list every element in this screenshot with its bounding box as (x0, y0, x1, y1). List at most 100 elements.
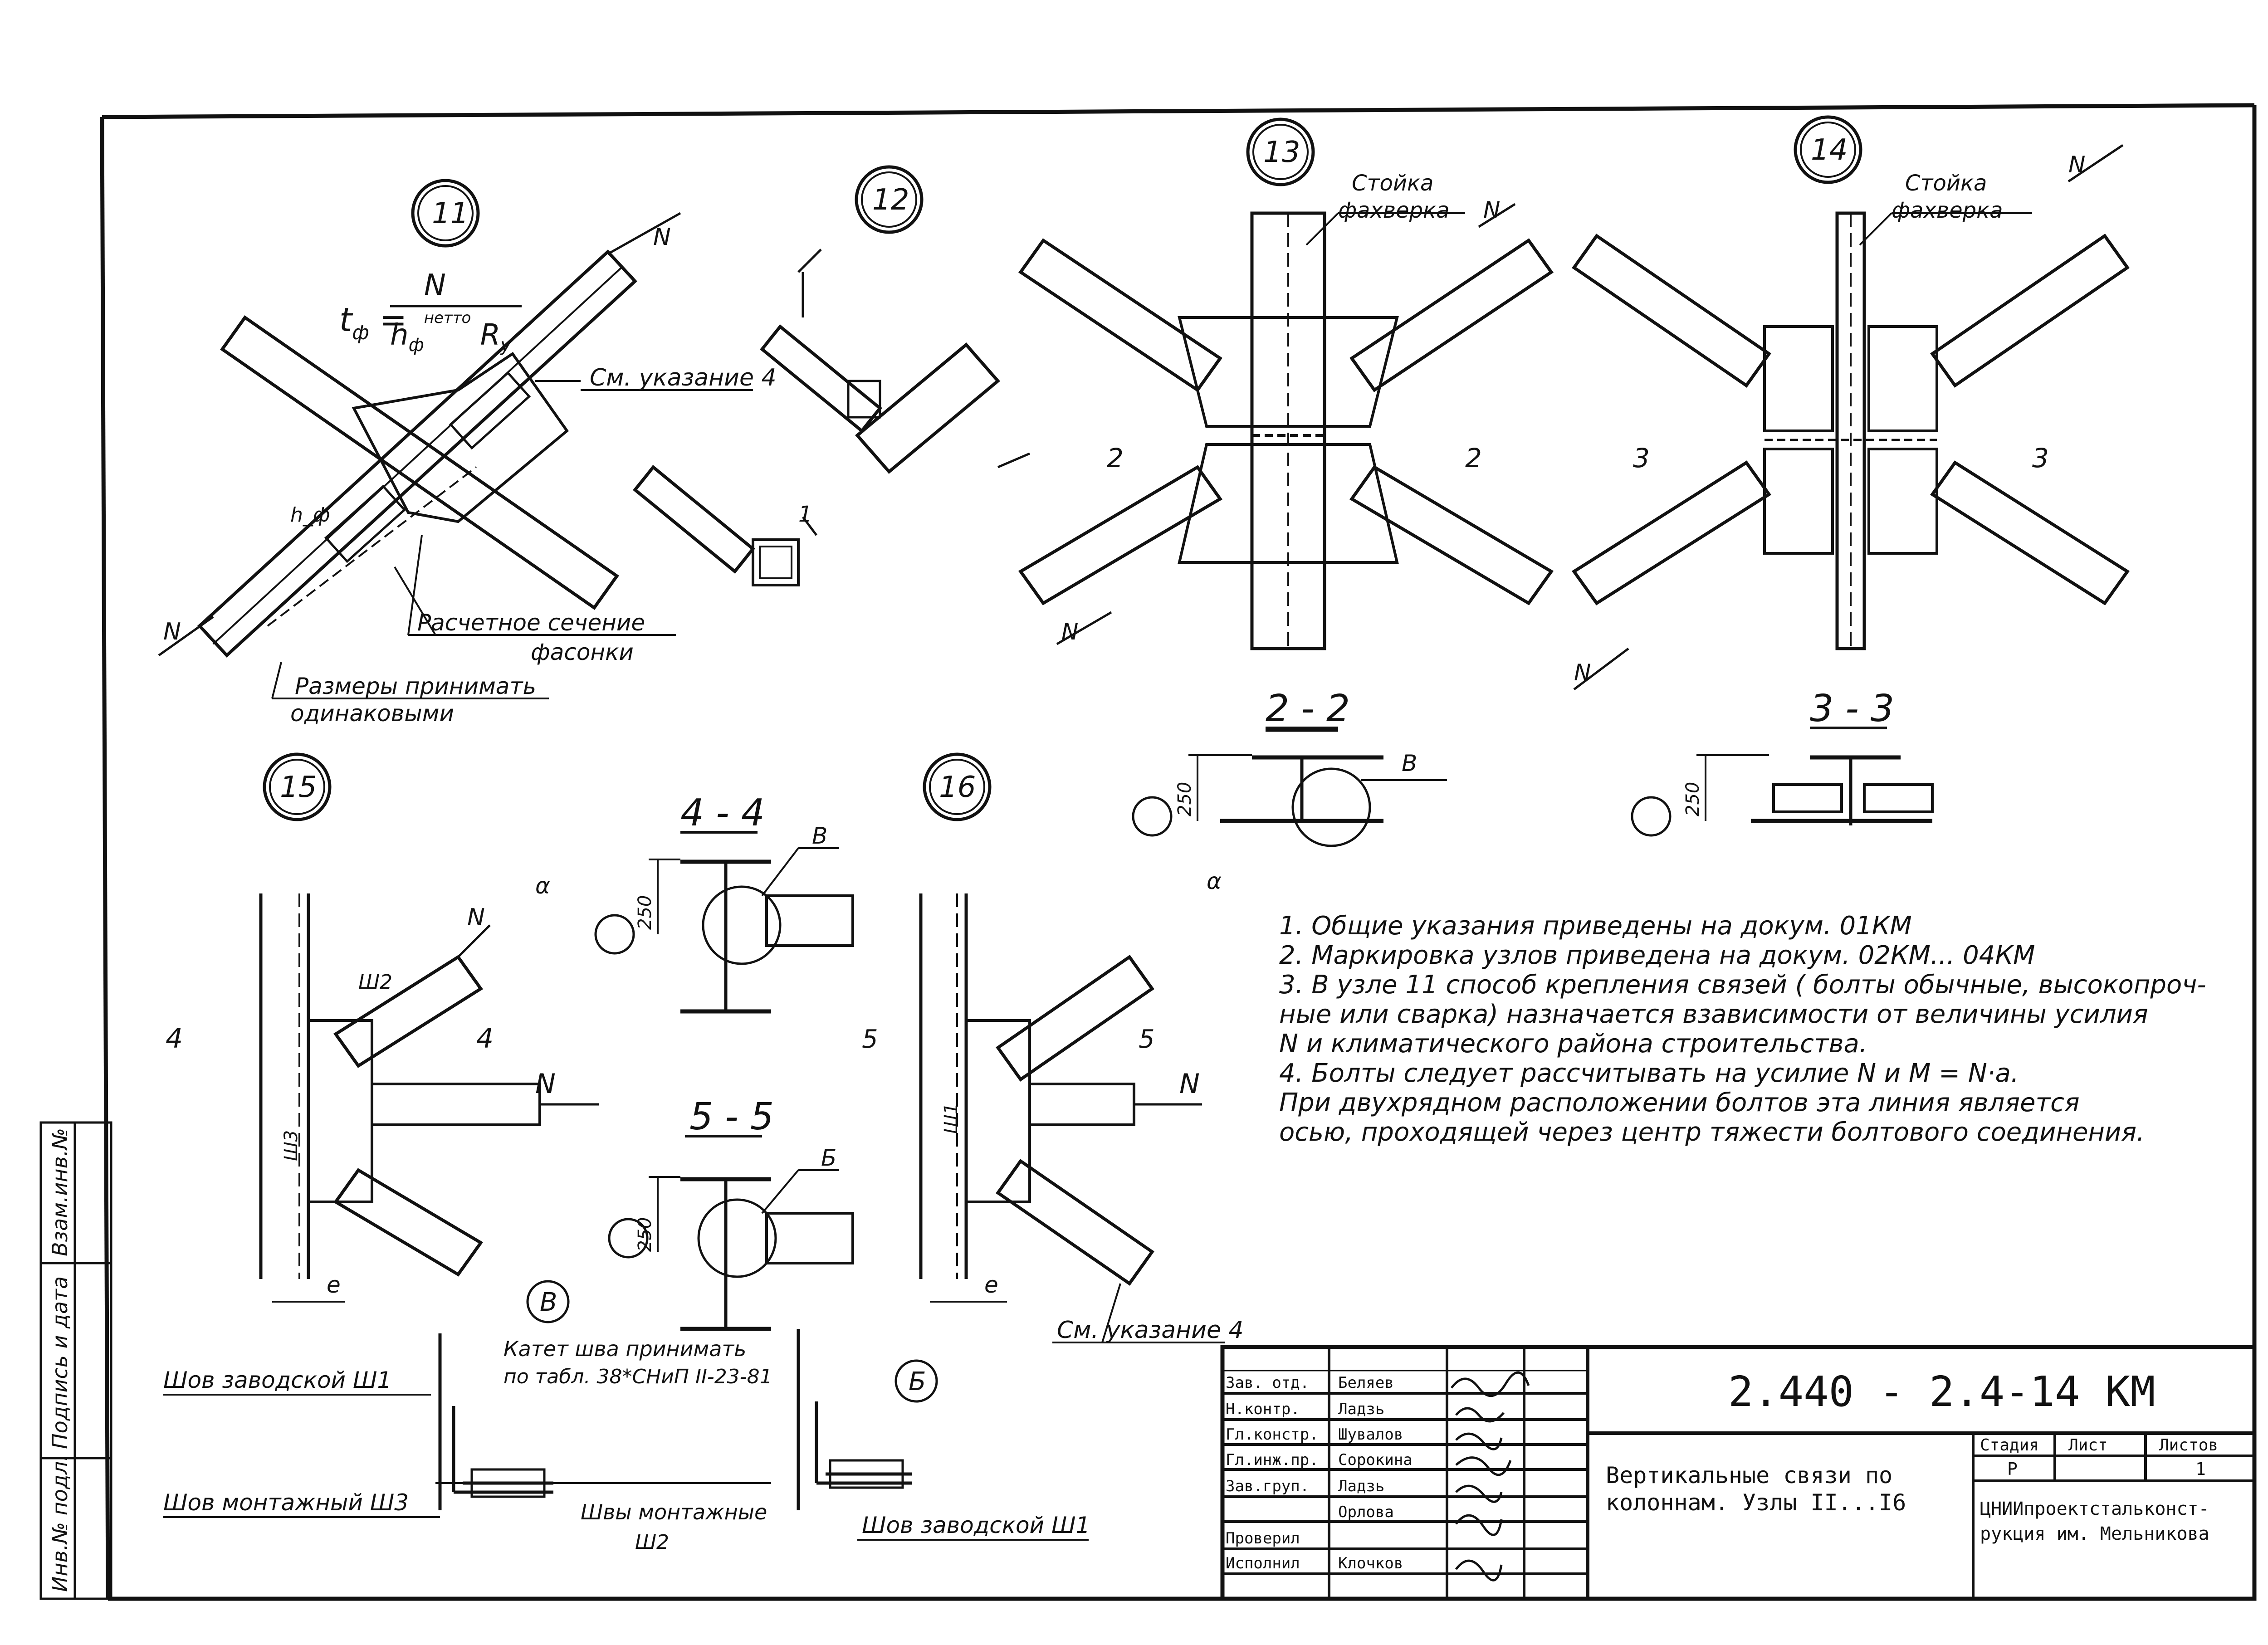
node-11-drawing (158, 179, 753, 699)
detail-v-welds-site-1: Швы монтажные (581, 1500, 767, 1524)
node-16-N-horiz: N (1179, 1068, 1200, 1100)
node-14-section-3-right: 3 (2032, 443, 2049, 473)
detail-v-label: В (540, 1288, 557, 1317)
formula-denominator: hфнетто Rу (390, 309, 512, 356)
node-11-N-upper: N (653, 224, 671, 251)
node-15-e: e (327, 1272, 341, 1298)
sig-name: Ладзь (1338, 1477, 1384, 1495)
title-block-signatures: Зав. отд. Беляев Н.контр. Ладзь Гл.конст… (1226, 1374, 1413, 1572)
formula-t-sub: ф (352, 321, 369, 344)
node-15-N-brace: N (467, 904, 485, 931)
node-11-razmery-1: Размеры принимать (295, 673, 536, 699)
sig-role: Гл.констр. (1226, 1425, 1319, 1444)
node-15-sh2: Ш2 (358, 971, 392, 994)
general-notes: 1. Общие указания приведены на докум. 01… (1279, 911, 2206, 1147)
section-2-2-title: 2 - 2 (1266, 687, 1350, 730)
sig-name: Беляев (1338, 1374, 1394, 1392)
note-line-5: N и климатического района строительства. (1279, 1029, 1867, 1059)
node-11-N-lower: N (163, 618, 181, 645)
sig-role: Гл.инж.пр. (1226, 1451, 1319, 1469)
node-16-label: 16 (939, 771, 976, 804)
node-16-section-5-right: 5 (1139, 1025, 1155, 1054)
node-13-drawing (1018, 117, 1554, 650)
section-5-5-title: 5 - 5 (689, 1095, 774, 1138)
node-16-drawing (919, 752, 1225, 1343)
node-15-sh3: Ш3 (281, 1130, 302, 1161)
sig-role: Исполнил (1226, 1554, 1300, 1572)
node-15-drawing (259, 752, 599, 1303)
node-15-label: 15 (280, 771, 317, 804)
side-stamp-inv-podl: Инв.№ подл. (48, 1455, 72, 1592)
node-13-stoika-1: Стойка (1352, 171, 1433, 196)
title-block-stage-header: Стадия (1980, 1436, 2039, 1455)
section-4-4-dim: 250 (635, 895, 655, 930)
node-11-formula: tф = (339, 301, 407, 344)
title-block-frame (1220, 1345, 2257, 1601)
section-5-5-detail: Б (821, 1145, 836, 1171)
sig-name: Клочков (1338, 1554, 1403, 1572)
node-16-section-5-left: 5 (862, 1025, 878, 1054)
node-11-h-phi: h_ф (290, 503, 330, 527)
sig-role: Н.контр. (1226, 1400, 1300, 1418)
sig-role: Проверил (1226, 1529, 1300, 1547)
node-13-stoika-2: фахверка (1338, 198, 1450, 223)
note-line-2: 2. Маркировка узлов приведена на докум. … (1279, 941, 2035, 970)
note-line-7: При двухрядном расположении болтов эта л… (1279, 1088, 2080, 1118)
detail-v-katet-2: по табл. 38*СНиП II-23-81 (503, 1365, 772, 1388)
node-16-sh1: Ш1 (941, 1103, 962, 1134)
note-line-4: ные или сварка) назначается взависимости… (1279, 1000, 2148, 1029)
sig-role: Зав. отд. (1226, 1374, 1309, 1392)
node-13-section-2-left: 2 (1107, 443, 1124, 473)
sig-role: Зав.груп. (1226, 1477, 1309, 1495)
formula-numerator: N (424, 268, 446, 302)
section-4-4-detail: В (812, 823, 827, 849)
node-12-label: 12 (872, 183, 909, 217)
node-15-alpha: α (535, 873, 550, 899)
note-line-6: 4. Болты следует рассчитывать на усилие … (1279, 1059, 2019, 1088)
node-11-sm-ukazanie: См. указание 4 (590, 364, 777, 391)
node-14-drawing (1571, 115, 2130, 690)
detail-v-weld-shop: Шов заводской Ш1 (163, 1367, 391, 1393)
node-14-label: 14 (1811, 133, 1848, 167)
side-stamp-vzam-inv: Взам.инв.№ (48, 1128, 72, 1256)
section-3-3-dim: 250 (1682, 782, 1703, 816)
title-block-doc-code: 2.440 - 2.4-14 КМ (1728, 1367, 2156, 1416)
detail-v-katet-1: Катет шва принимать (503, 1337, 746, 1361)
signature-scribbles (1451, 1371, 1530, 1582)
node-15-section-4-left: 4 (166, 1023, 183, 1054)
section-4-4-drawing (594, 847, 854, 1014)
detail-b-weld-shop: Шов заводской Ш1 (862, 1512, 1090, 1538)
title-block-sheets-header: Листов (2159, 1436, 2218, 1455)
node-11-label: 11 (432, 197, 469, 230)
title-block-org-1: ЦНИИпроектстальконст- (1980, 1499, 2209, 1519)
node-16-e: e (984, 1272, 998, 1298)
node-12-section-mark: 1 (798, 502, 812, 527)
node-13-N-upper: N (1483, 197, 1500, 223)
title-block-sheet-header: Лист (2068, 1436, 2108, 1455)
sig-name: Орлова (1338, 1503, 1394, 1521)
detail-v-weld-site: Шов монтажный Ш3 (163, 1489, 409, 1516)
note-line-8: осью, проходящей через центр тяжести бол… (1279, 1118, 2145, 1147)
node-13-N-lower: N (1061, 619, 1078, 645)
title-block-title-1: Вертикальные связи по (1606, 1462, 1892, 1489)
section-5-5-dim: 250 (635, 1217, 655, 1252)
node-14-N-upper: N (2068, 151, 2085, 178)
detail-b-drawing (797, 1329, 938, 1510)
sig-name: Шувалов (1338, 1425, 1403, 1444)
detail-v-drawing (435, 1280, 771, 1510)
sig-name: Сорокина (1338, 1451, 1413, 1469)
node-14-N-lower: N (1574, 659, 1591, 686)
node-16-alpha: α (1207, 868, 1222, 894)
node-13-section-2-right: 2 (1465, 443, 1482, 473)
sig-name: Ладзь (1338, 1400, 1384, 1418)
note-line-3: 3. В узле 11 способ крепления связей ( б… (1279, 970, 2206, 1000)
node-14-section-3-left: 3 (1633, 443, 1650, 473)
node-11-raschetnoe-2: фасонки (531, 639, 634, 665)
title-block-stage-value: Р (2007, 1459, 2018, 1479)
node-14-stoika-1: Стойка (1905, 171, 1987, 196)
section-2-2-drawing (1132, 728, 1447, 847)
detail-v-welds-site-2: Ш2 (635, 1531, 669, 1554)
section-3-3-drawing (1631, 754, 1934, 837)
title-block-sheets-value: 1 (2195, 1459, 2206, 1479)
